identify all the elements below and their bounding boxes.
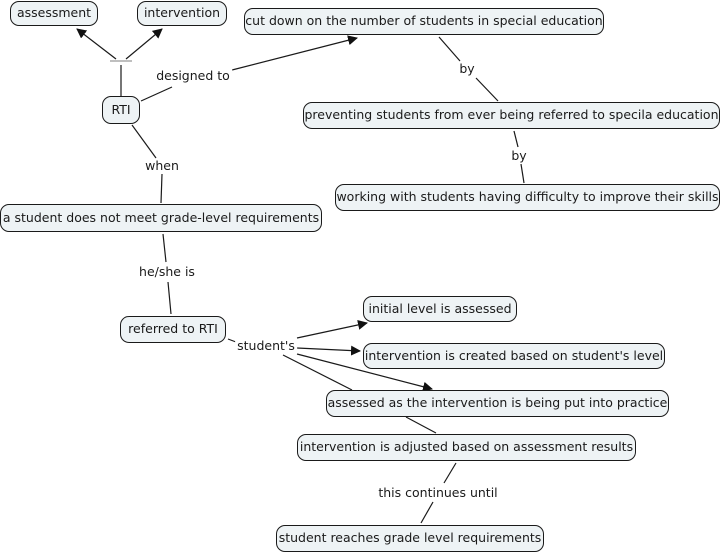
node-initial-level[interactable]: initial level is assessed — [363, 296, 517, 322]
node-student-not-meet[interactable]: a student does not meet grade-level requ… — [0, 204, 322, 232]
node-rti[interactable]: RTI — [102, 96, 140, 124]
node-intervention[interactable]: intervention — [137, 1, 227, 26]
line-by-preventing — [475, 77, 499, 102]
label-when: when — [143, 157, 181, 174]
label-he-she-is: he/she is — [137, 263, 197, 280]
label-designed-to: designed to — [154, 67, 232, 84]
line-student-heshe — [162, 233, 167, 263]
line-by-working — [520, 163, 525, 184]
node-working[interactable]: working with students having difficulty … — [335, 184, 720, 211]
arrow-students-assessed — [296, 353, 433, 392]
line-continues-reaches — [420, 501, 434, 524]
line-rti-designed-to — [140, 86, 173, 102]
line-when-student — [160, 173, 163, 204]
arrow-to-intervention — [125, 28, 163, 60]
arrow-students-initial — [296, 319, 368, 339]
line-adjusted-continues — [443, 462, 457, 484]
node-referred[interactable]: referred to RTI — [120, 316, 226, 343]
node-student-reaches[interactable]: student reaches grade level requirements — [276, 525, 544, 552]
label-this-continues-until: this continues until — [376, 484, 500, 501]
node-cut-down[interactable]: cut down on the number of students in sp… — [244, 8, 604, 35]
label-by-2: by — [509, 147, 529, 164]
line-cutdown-by — [438, 36, 461, 62]
node-intervention-adjusted[interactable]: intervention is adjusted based on assess… — [297, 434, 636, 461]
arrow-to-assessment — [76, 28, 117, 60]
node-preventing[interactable]: preventing students from ever being refe… — [303, 102, 720, 129]
label-students: student's — [235, 337, 297, 354]
label-by-1: by — [457, 60, 477, 77]
line-rti-when — [131, 124, 157, 159]
line-heshe-referred — [167, 281, 172, 315]
node-assessed-practice[interactable]: assessed as the intervention is being pu… — [326, 390, 669, 417]
arrow-students-created — [296, 345, 361, 356]
line-preventing-by — [513, 130, 519, 148]
line-referred-students — [227, 338, 237, 343]
line-students-adjusted — [282, 354, 353, 391]
line-assessed-adjusted — [405, 416, 437, 434]
node-assessment[interactable]: assessment — [10, 1, 98, 26]
node-intervention-created[interactable]: intervention is created based on student… — [363, 343, 665, 369]
arrow-designed-to-cutdown — [231, 35, 358, 71]
